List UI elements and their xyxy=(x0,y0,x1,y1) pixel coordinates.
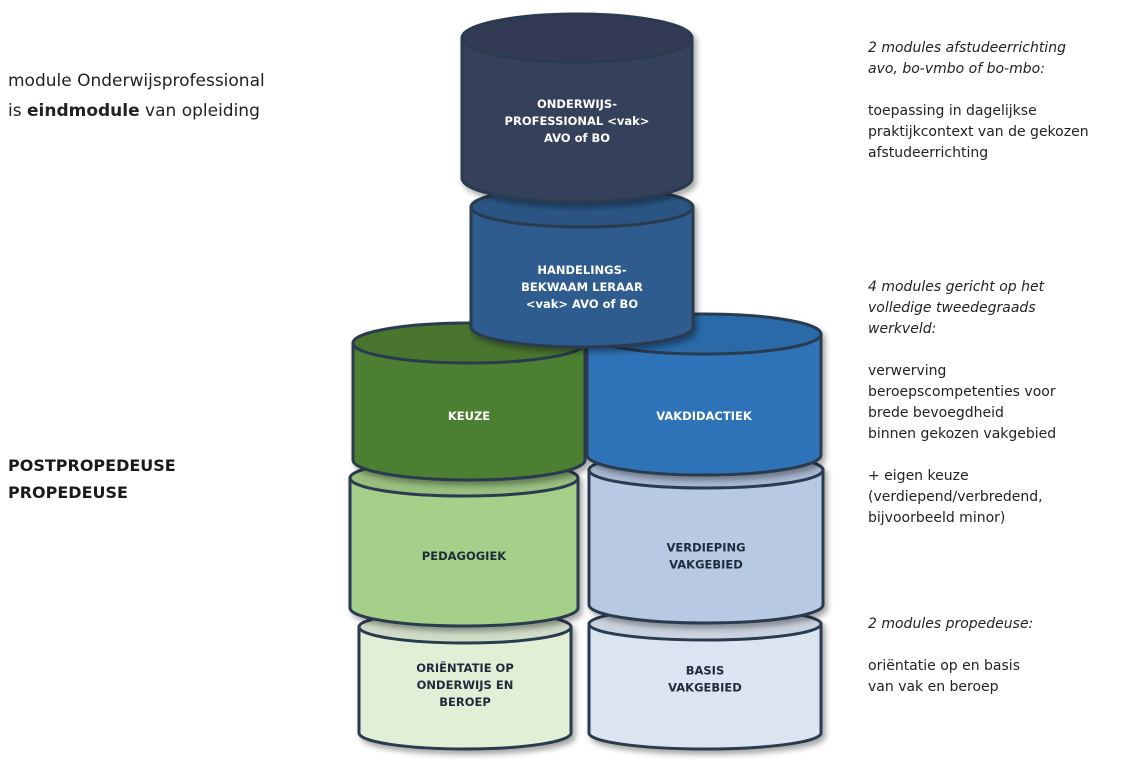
note-werkveld-text-2: beroepscompetenties voor xyxy=(868,384,1056,400)
phase-labels: POSTPROPEDEUSE PROPEDEUSE xyxy=(8,452,176,506)
cylinder-top-body xyxy=(460,36,694,204)
label-vakdidactiek-line-1: VAKDIDACTIEK xyxy=(656,409,753,423)
module-note-bold: eindmodule xyxy=(26,101,140,121)
note-werkveld-text-1: verwerving xyxy=(868,363,947,379)
note-keuze-3: bijvoorbeeld minor) xyxy=(868,510,1006,526)
label-top-line-2: PROFESSIONAL <vak> xyxy=(505,114,650,128)
module-note-pre: is xyxy=(8,101,27,121)
note-werkveld-title-1: 4 modules gericht op het xyxy=(868,279,1045,295)
note-propedeuse-text-2: van vak en beroep xyxy=(868,679,999,695)
note-afstudeer-text-3: afstudeerrichting xyxy=(868,145,989,161)
module-note: module Onderwijsprofessional is eindmodu… xyxy=(8,66,265,126)
label-top: ONDERWIJS- PROFESSIONAL <vak> AVO of BO xyxy=(505,97,650,145)
note-werkveld-title-3: werkveld: xyxy=(868,321,937,337)
cylinder-keuze-body xyxy=(351,341,587,482)
label-pedagogiek-line-1: PEDAGOGIEK xyxy=(422,549,508,563)
note-afstudeer-title-2: avo, bo-vmbo of bo-mbo: xyxy=(868,61,1045,77)
cylinder-top xyxy=(460,12,694,204)
label-basis-line-1: BASIS xyxy=(686,664,725,678)
label-vakdidactiek: VAKDIDACTIEK xyxy=(656,409,753,423)
label-orientatie-line-3: BEROEP xyxy=(439,695,491,709)
phase-postpropedeuse: POSTPROPEDEUSE xyxy=(8,456,176,475)
label-verdieping-line-2: VAKGEBIED xyxy=(669,558,743,572)
cylinder-basis-body xyxy=(587,622,823,751)
label-verdieping-line-1: VERDIEPING xyxy=(666,541,745,555)
module-note-line2: is eindmodule van opleiding xyxy=(8,96,265,126)
note-afstudeer-text-1: toepassing in dagelijkse xyxy=(868,103,1037,119)
label-keuze: KEUZE xyxy=(448,409,490,423)
label-pedagogiek: PEDAGOGIEK xyxy=(422,549,508,563)
cylinder-vakdidactiek-body xyxy=(585,332,823,477)
cylinder-top-top xyxy=(460,12,694,64)
label-basis-line-2: VAKGEBIED xyxy=(668,681,742,695)
label-top-line-3: AVO of BO xyxy=(544,131,610,145)
label-handelings-line-2: BEKWAAM LERAAR xyxy=(521,280,643,294)
label-orientatie-line-2: ONDERWIJS EN xyxy=(417,678,514,692)
note-propedeuse-title: 2 modules propedeuse: xyxy=(868,616,1034,632)
note-afstudeerrichting: 2 modules afstudeerrichting avo, bo-vmbo… xyxy=(868,38,1143,164)
label-verdieping: VERDIEPING VAKGEBIED xyxy=(666,541,745,572)
label-handelings-line-1: HANDELINGS- xyxy=(537,263,627,277)
note-werkveld-title-2: volledige tweedegraads xyxy=(868,300,1036,316)
cylinder-handelings-body xyxy=(469,205,695,349)
module-note-post: van opleiding xyxy=(139,101,260,121)
phase-propedeuse: PROPEDEUSE xyxy=(8,483,128,502)
note-propedeuse-text-1: oriëntatie op en basis xyxy=(868,658,1020,674)
cylinder-verdieping xyxy=(587,450,825,625)
cylinder-verdieping-body xyxy=(587,468,825,625)
note-propedeuse: 2 modules propedeuse: oriëntatie op en b… xyxy=(868,614,1143,698)
label-orientatie: ORIËNTATIE OP ONDERWIJS EN BEROEP xyxy=(416,660,514,709)
note-werkveld-text-3: brede bevoegdheid xyxy=(868,405,1004,421)
label-handelings-line-3: <vak> AVO of BO xyxy=(526,297,638,311)
label-top-line-1: ONDERWIJS- xyxy=(537,97,617,111)
note-afstudeer-text-2: praktijkcontext van de gekozen xyxy=(868,124,1089,140)
label-basis: BASIS VAKGEBIED xyxy=(668,664,742,695)
note-werkveld-text-4: binnen gekozen vakgebied xyxy=(868,426,1057,442)
module-note-line1: module Onderwijsprofessional xyxy=(8,71,265,91)
label-keuze-line-1: KEUZE xyxy=(448,409,490,423)
note-afstudeer-title-1: 2 modules afstudeerrichting xyxy=(868,40,1066,56)
cylinder-pedagogiek xyxy=(348,458,580,628)
note-keuze-2: (verdiepend/verbredend, xyxy=(868,489,1043,505)
cylinder-pedagogiek-body xyxy=(348,476,580,628)
note-werkveld: 4 modules gericht op het volledige tweed… xyxy=(868,277,1143,529)
cylinder-basis xyxy=(587,606,823,751)
label-handelings: HANDELINGS- BEKWAAM LERAAR <vak> AVO of BO xyxy=(521,263,643,311)
note-keuze-1: + eigen keuze xyxy=(868,468,969,484)
label-orientatie-line-1: ORIËNTATIE OP xyxy=(416,660,514,675)
cylinder-orientatie-body xyxy=(357,625,573,751)
